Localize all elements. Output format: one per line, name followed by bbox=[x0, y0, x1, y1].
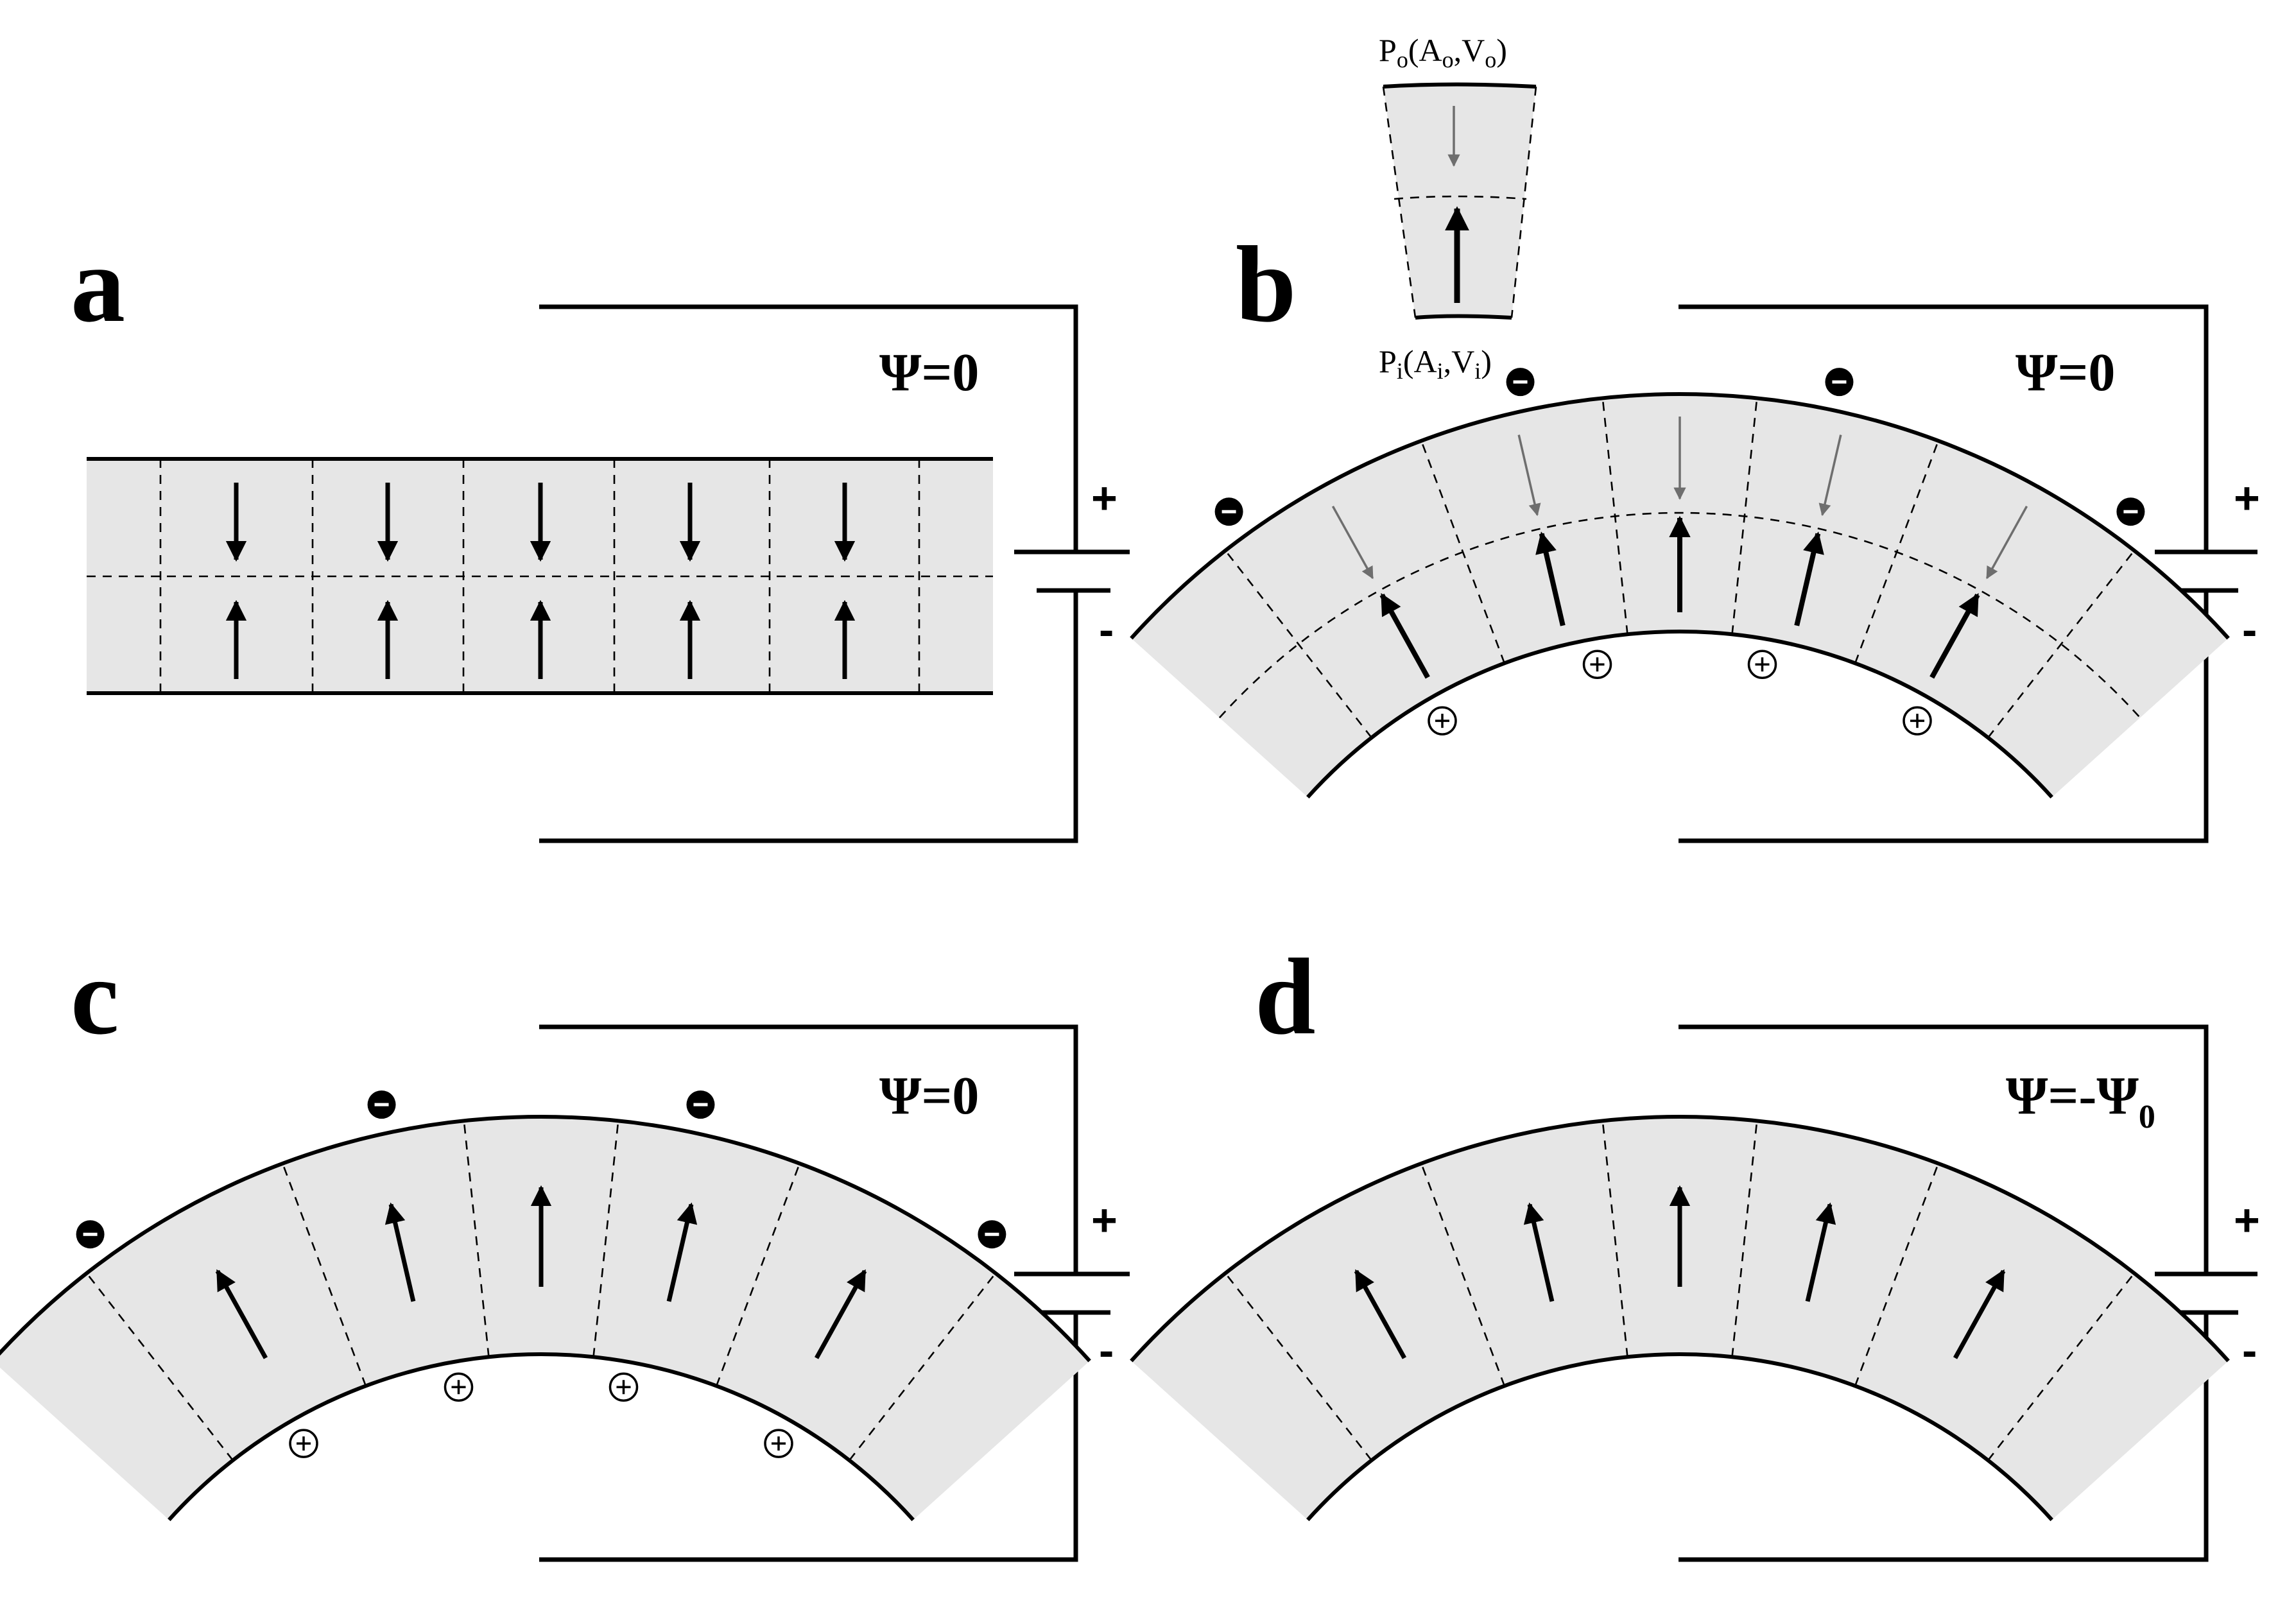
film-midline bbox=[1218, 512, 2141, 719]
polarization-arrow-4 bbox=[1805, 1202, 1836, 1302]
domain-wall-3 bbox=[463, 1121, 490, 1357]
domain-walls-a bbox=[159, 459, 920, 693]
unit-cell-top-label: Po(Ao,Vo) bbox=[1379, 32, 1507, 73]
battery-minus-a: - bbox=[1099, 605, 1114, 655]
wire-bottom-d bbox=[1679, 1312, 2209, 1562]
domain-wall-6 bbox=[1987, 549, 2136, 739]
inner-black-arrow-4 bbox=[1794, 531, 1824, 626]
battery-plus-b: + bbox=[2234, 473, 2260, 523]
polarization-arrow-5 bbox=[1953, 1269, 2006, 1359]
potential-b: Ψ=0 bbox=[2015, 343, 2115, 402]
film-inner-edge bbox=[1306, 1352, 2053, 1522]
unit-cell-inner-edge bbox=[1415, 314, 1512, 320]
film-body bbox=[1131, 1117, 2229, 1520]
domain-wall-4 bbox=[1731, 1121, 1758, 1357]
outer-grey-arrow-1 bbox=[1331, 505, 1374, 580]
domain-wall-1 bbox=[1224, 549, 1372, 739]
panel-b: b + - Ψ=0 Po(Ao,Vo) Pi(Ai,Vi) bbox=[1130, 32, 2260, 843]
domain-wall-2 bbox=[1420, 1163, 1506, 1386]
polarization-arrow-5 bbox=[814, 1269, 867, 1359]
polarization-arrow-4 bbox=[666, 1202, 698, 1302]
bent-film-d bbox=[1130, 1115, 2230, 1522]
unit-cell-inset: Po(Ao,Vo) Pi(Ai,Vi) bbox=[1379, 32, 1537, 384]
battery-plus-a: + bbox=[1091, 473, 1118, 523]
wire-top-a bbox=[539, 304, 1078, 552]
wire-top-d bbox=[1679, 1024, 2209, 1274]
outer-grey-arrow-5 bbox=[1985, 505, 2028, 580]
domain-wall-5 bbox=[1854, 1163, 1939, 1386]
battery-plus-c: + bbox=[1091, 1195, 1118, 1245]
wire-bottom-b bbox=[1679, 590, 2209, 843]
potential-c: Ψ=0 bbox=[879, 1066, 979, 1126]
bent-film-b bbox=[1130, 368, 2230, 799]
film-outer-edge bbox=[1130, 392, 2230, 640]
potential-d: Ψ=-Ψ0 bbox=[2006, 1066, 2155, 1135]
battery-plus-d: + bbox=[2234, 1195, 2260, 1245]
unit-cell-right-wall bbox=[1510, 86, 1537, 318]
domain-wall-1 bbox=[85, 1272, 234, 1461]
bent-film-c bbox=[0, 1090, 1091, 1522]
domain-wall-4 bbox=[592, 1121, 619, 1357]
panel-label-c: c bbox=[71, 936, 119, 1057]
film-outer-edge bbox=[1130, 1115, 2230, 1363]
polarization-arrow-1 bbox=[1354, 1269, 1407, 1359]
inner-black-arrow-2 bbox=[1535, 531, 1566, 626]
wire-bottom-c bbox=[539, 1312, 1078, 1562]
panel-label-a: a bbox=[71, 224, 125, 345]
battery-minus-d: - bbox=[2242, 1325, 2257, 1375]
polarization-arrow-2 bbox=[1523, 1202, 1555, 1302]
domain-wall-5 bbox=[715, 1163, 800, 1386]
wire-bottom-a bbox=[539, 590, 1078, 843]
outer-grey-arrow-2 bbox=[1517, 435, 1541, 517]
potential-a: Ψ=0 bbox=[879, 343, 979, 402]
film-body bbox=[0, 1117, 1090, 1520]
film-outer-edge bbox=[0, 1115, 1091, 1363]
domain-wall-1 bbox=[1224, 1272, 1372, 1461]
domain-wall-6 bbox=[1987, 1272, 2136, 1461]
wire-top-b bbox=[1679, 304, 2209, 552]
unit-cell-bottom-label: Pi(Ai,Vi) bbox=[1379, 343, 1492, 384]
domain-wall-2 bbox=[282, 1163, 367, 1386]
battery-minus-b: - bbox=[2242, 605, 2257, 655]
unit-cell-midline bbox=[1394, 195, 1527, 200]
panel-a: a + - Ψ=0 bbox=[71, 224, 1130, 843]
panel-c: c + - Ψ=0 bbox=[0, 936, 1130, 1562]
unit-cell-outer-edge bbox=[1383, 82, 1537, 89]
domain-wall-3 bbox=[1601, 1121, 1628, 1357]
unit-cell-left-wall bbox=[1382, 86, 1417, 318]
film-inner-edge bbox=[1306, 630, 2053, 799]
inner-black-arrow-5 bbox=[1929, 593, 1980, 679]
domain-wall-6 bbox=[849, 1272, 997, 1461]
unit-cell-body bbox=[1383, 84, 1536, 318]
wire-top-c bbox=[539, 1024, 1078, 1274]
polarization-arrows-a bbox=[225, 483, 856, 679]
outer-grey-arrow-4 bbox=[1818, 435, 1842, 517]
polarization-arrow-1 bbox=[215, 1269, 268, 1359]
battery-minus-c: - bbox=[1099, 1325, 1114, 1375]
panel-d: d + - Ψ=-Ψ0 bbox=[1130, 936, 2260, 1562]
film-inner-edge bbox=[168, 1352, 915, 1522]
polarization-arrow-2 bbox=[384, 1202, 416, 1302]
panel-label-d: d bbox=[1255, 936, 1316, 1057]
panel-label-b: b bbox=[1236, 224, 1297, 345]
inner-black-arrow-1 bbox=[1379, 593, 1430, 679]
